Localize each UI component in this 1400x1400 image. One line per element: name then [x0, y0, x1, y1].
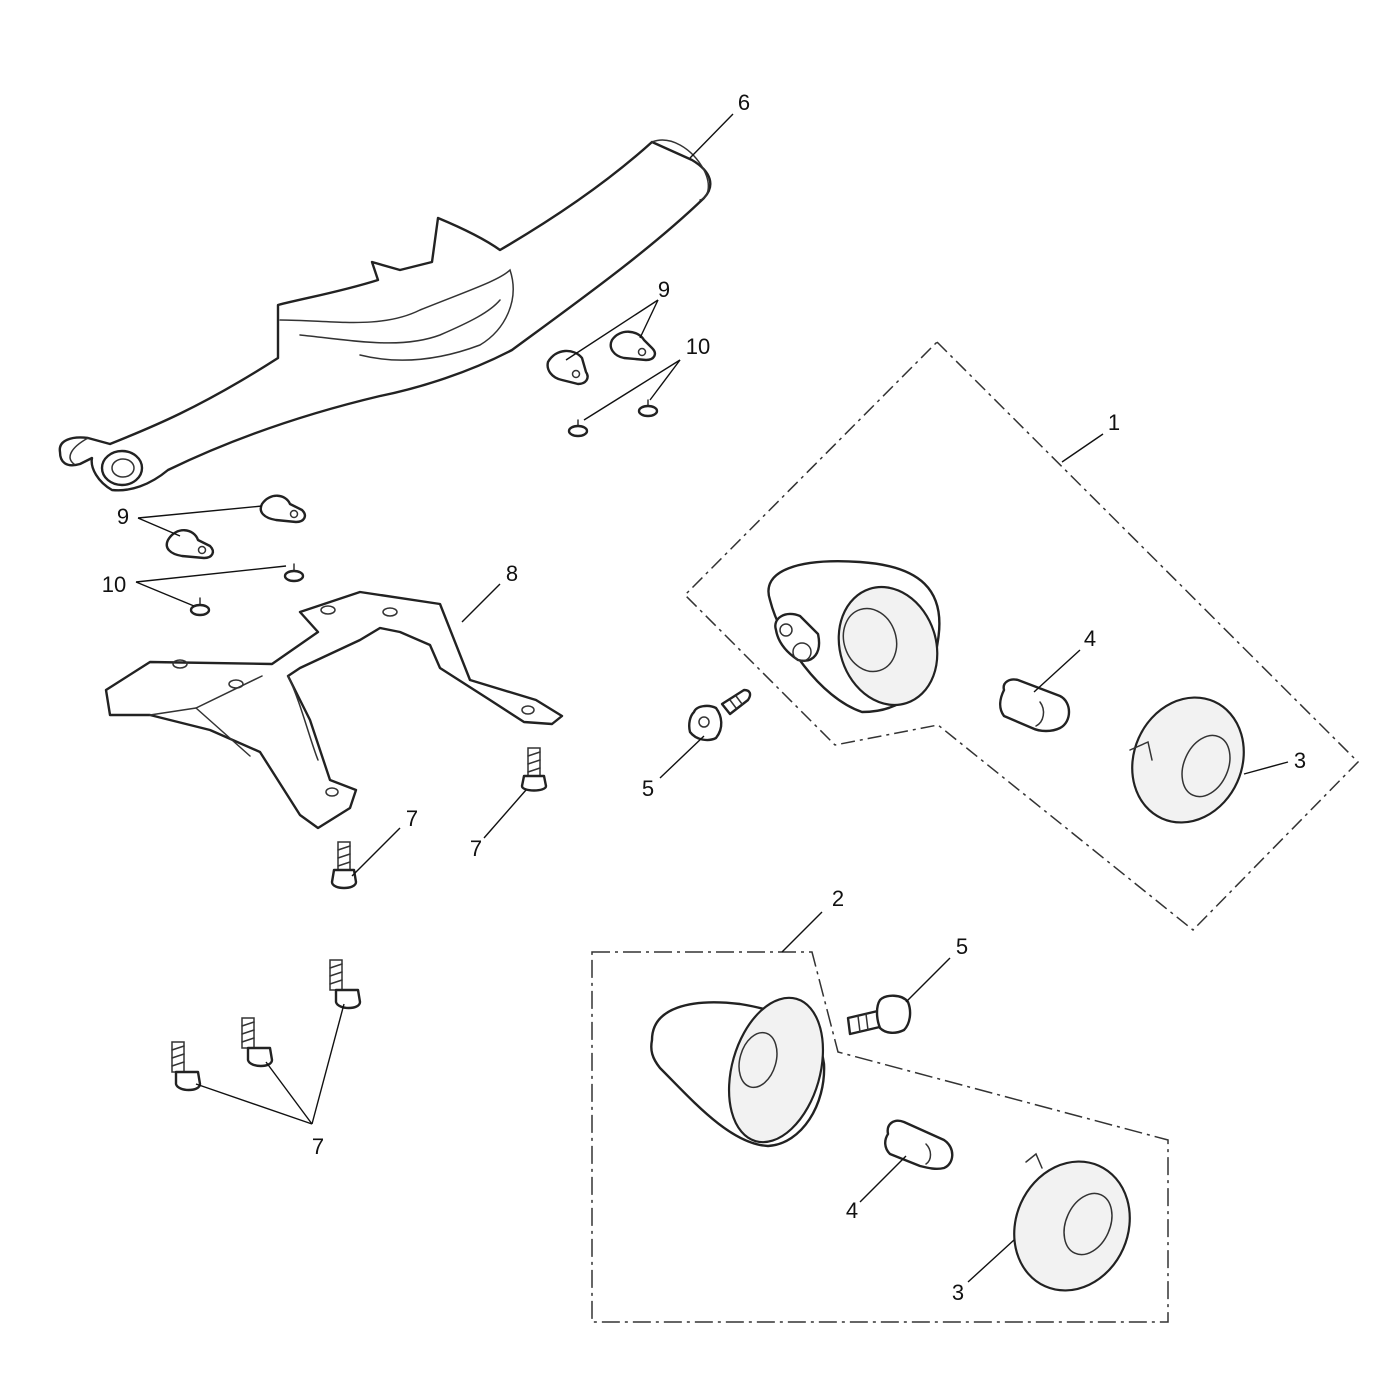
leader-5-lower [905, 957, 951, 1003]
callout-4-upper: 4 [1084, 626, 1096, 651]
clip-lower-left [165, 529, 215, 560]
callout-5-upper: 5 [642, 776, 654, 801]
lens-lower [1013, 1152, 1131, 1292]
callout-3-upper: 3 [1294, 748, 1306, 773]
callout-3-lower: 3 [952, 1280, 964, 1305]
leader-9-upper-b [639, 299, 659, 339]
leader-6 [689, 113, 734, 159]
clip-upper-right [609, 330, 657, 362]
bolt-bracket-left [330, 841, 358, 890]
callout-10-upper: 10 [686, 334, 710, 359]
clip-lower-right [259, 494, 307, 524]
rivet-lower-left [189, 597, 211, 617]
bulb-lower [884, 1119, 954, 1171]
leader-8 [461, 583, 501, 623]
leader-7-bracket-right [483, 789, 527, 839]
callout-7-bracket-right: 7 [470, 836, 482, 861]
bolt-loose-2 [241, 1017, 274, 1068]
rivet-upper-right [637, 399, 659, 418]
leader-10-lower-a [135, 581, 195, 607]
callout-7-bracket-left: 7 [406, 806, 418, 831]
leader-4-upper [1033, 649, 1081, 693]
leader-lines [135, 113, 1289, 1283]
lens-upper [1129, 696, 1245, 824]
leader-1 [1061, 433, 1104, 463]
leader-10-upper-a [583, 359, 681, 421]
bolt-loose-1 [171, 1041, 202, 1092]
leader-7-loose-a [195, 1083, 313, 1125]
callout-6: 6 [738, 90, 750, 115]
leader-10-lower-b [135, 565, 287, 583]
leader-9-lower-b [137, 505, 263, 519]
callout-9-lower: 9 [117, 504, 129, 529]
handlebar-part [58, 139, 712, 492]
leader-4-lower [859, 1155, 907, 1203]
indicator-body-lower [650, 996, 826, 1148]
leader-9-lower-a [137, 517, 181, 537]
callout-10-lower: 10 [102, 572, 126, 597]
leader-7-loose-c [311, 1003, 345, 1125]
leader-10-upper-b [649, 359, 681, 401]
leader-2 [781, 911, 823, 953]
rivet-upper-left [567, 419, 589, 438]
callout-4-lower: 4 [846, 1198, 858, 1223]
clip-upper-left [546, 349, 589, 386]
bracket-part [104, 590, 564, 830]
screw-upper [688, 688, 752, 742]
leader-7-loose-b [265, 1061, 313, 1125]
bolt-bracket-right [520, 747, 548, 792]
callout-8: 8 [506, 561, 518, 586]
leader-3-upper [1243, 761, 1289, 775]
callout-5-lower: 5 [956, 934, 968, 959]
callout-2: 2 [832, 886, 844, 911]
leader-3-lower [967, 1239, 1015, 1283]
callout-7-loose: 7 [312, 1134, 324, 1159]
bolt-loose-3 [329, 959, 362, 1010]
indicator-body-upper [767, 560, 941, 714]
callout-9-upper: 9 [658, 277, 670, 302]
screw-lower [846, 994, 912, 1036]
kit-2-outline [591, 951, 1169, 1323]
callout-1: 1 [1108, 410, 1120, 435]
leader-7-bracket-left [351, 827, 401, 877]
leader-5-upper [659, 735, 705, 779]
leader-9-upper-a [565, 299, 659, 361]
kit-1-outline [683, 340, 1360, 932]
bulb-upper [999, 678, 1071, 733]
rivet-lower-right [283, 563, 305, 583]
